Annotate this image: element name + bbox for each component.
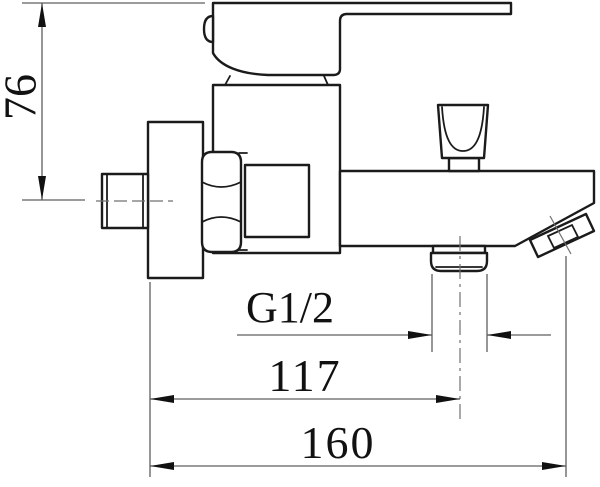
cartridge-block — [243, 163, 311, 239]
dimension-offset-117: 117 — [149, 282, 460, 477]
diverter-knob-curve — [441, 106, 485, 152]
union-nut-chamfer-top — [201, 181, 242, 188]
dim-thread-label: G1/2 — [246, 283, 334, 332]
dim-length-label: 160 — [301, 417, 376, 468]
handle — [211, 1, 513, 77]
arrowhead-left — [150, 395, 174, 403]
wall-flange — [146, 120, 205, 280]
arrowhead-right — [408, 331, 432, 339]
arrowhead-left — [487, 331, 511, 339]
dim-offset-label: 117 — [268, 350, 341, 401]
handle-skirt-right — [323, 75, 329, 86]
shower-outlet-nut — [429, 251, 489, 273]
union-nut — [200, 150, 243, 254]
diverter-stem — [447, 156, 481, 173]
dimension-height-76: 76 — [0, 2, 205, 201]
arrowhead-up — [38, 3, 46, 27]
faucet-outline — [100, 1, 596, 280]
dimension-thread-g12: G1/2 — [237, 274, 551, 352]
aerator-insert — [546, 223, 580, 250]
dim-height-label: 76 — [0, 74, 46, 120]
aerator-housing — [528, 212, 596, 259]
handle-skirt-left — [224, 75, 231, 86]
centerlines — [96, 200, 461, 420]
arrowhead-left — [150, 462, 174, 470]
arrowhead-right — [436, 395, 460, 403]
arrowhead-down — [38, 176, 46, 200]
dimension-length-160: 160 — [150, 256, 567, 477]
union-nut-chamfer-bottom — [201, 216, 242, 223]
aerator-centerline — [549, 215, 572, 255]
handle-button — [202, 14, 215, 44]
arrowhead-right — [542, 462, 566, 470]
